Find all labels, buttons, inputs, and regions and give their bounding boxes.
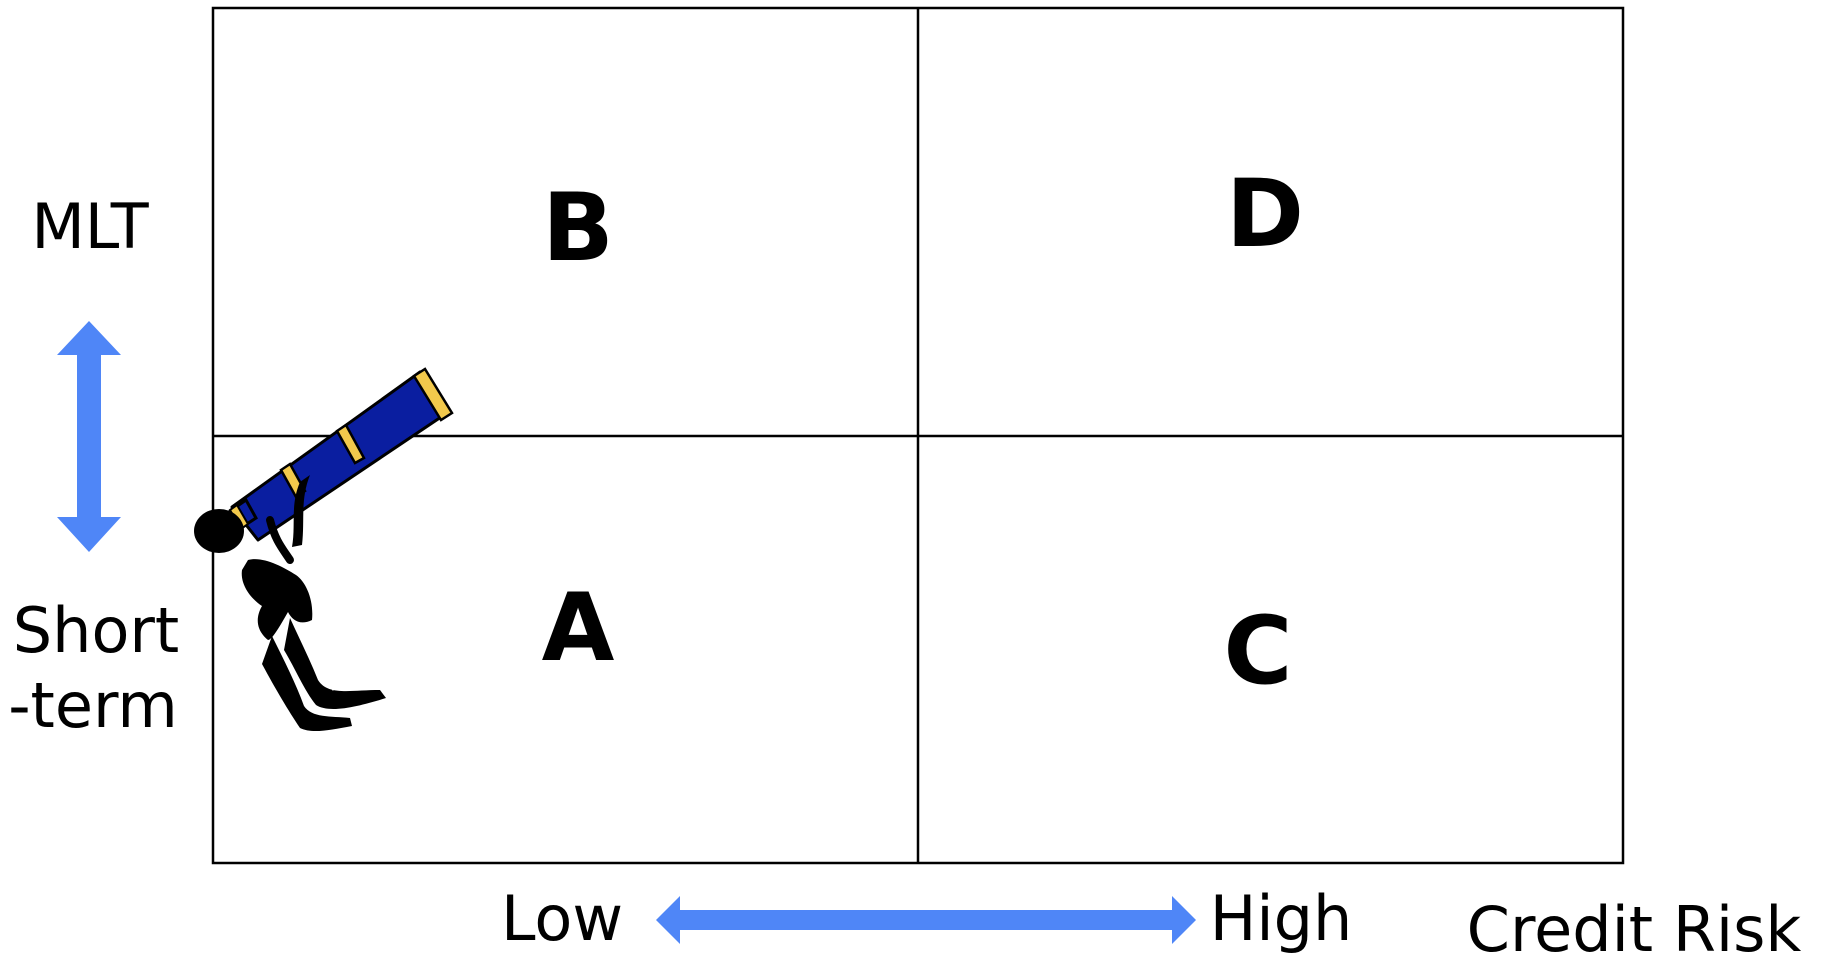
x-axis-high-label: High bbox=[1210, 882, 1353, 955]
quadrant-b-label: B bbox=[542, 174, 614, 283]
x-axis-low-label: Low bbox=[501, 882, 623, 955]
quadrant-d-label: D bbox=[1226, 160, 1304, 269]
x-axis-title: Credit Risk bbox=[1467, 893, 1802, 956]
person-with-telescope-icon bbox=[194, 367, 454, 732]
horizontal-double-arrow-icon bbox=[656, 896, 1196, 944]
vertical-double-arrow-icon bbox=[57, 321, 121, 552]
quadrant-c-label: C bbox=[1224, 597, 1293, 706]
y-axis-top-label: MLT bbox=[31, 190, 149, 263]
y-axis-bottom-label-line2: -term bbox=[8, 669, 178, 742]
y-axis-bottom-label-line1: Short bbox=[13, 594, 179, 667]
quadrant-a-label: A bbox=[542, 574, 615, 683]
matrix-grid bbox=[211, 6, 1625, 865]
